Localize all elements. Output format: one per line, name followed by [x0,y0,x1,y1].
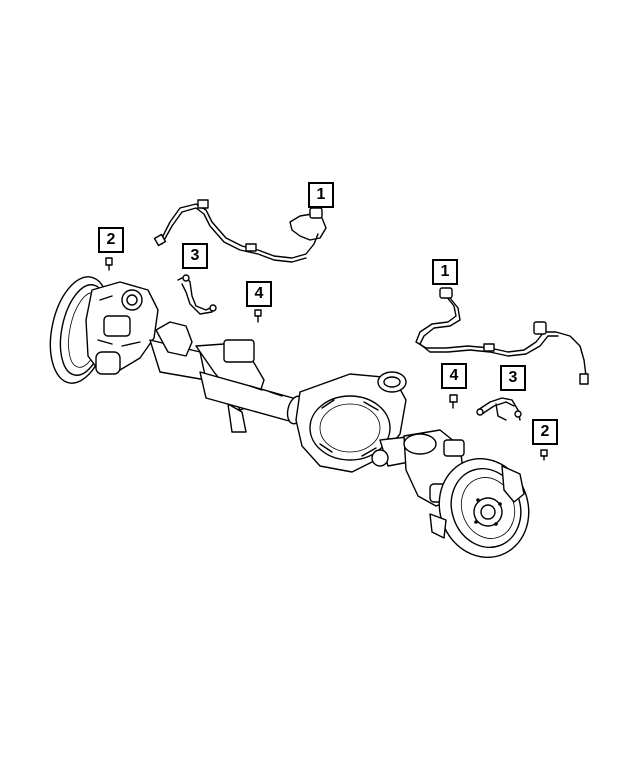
callout-2-right: 2 [532,419,558,445]
callout-3-left: 3 [182,243,208,269]
bolt-icon [449,394,458,409]
bolt-icon [254,309,262,323]
callout-2-left: 2 [98,227,124,253]
sensor-harness-icon [153,199,327,263]
front-axle-assembly-icon [49,276,530,559]
bolt-icon [105,257,113,271]
wheel-speed-sensor-icon [439,287,453,299]
callout-4-left: 4 [246,281,272,307]
sensor-harness-icon [415,295,589,385]
callout-3-right: 3 [500,365,526,391]
harness-bracket-icon [476,397,522,421]
callout-4-right: 4 [441,363,467,389]
harness-bracket-icon [177,274,217,315]
callout-1-upper-left: 1 [308,182,334,208]
bolt-icon [540,449,548,461]
callout-1-right: 1 [432,259,458,285]
